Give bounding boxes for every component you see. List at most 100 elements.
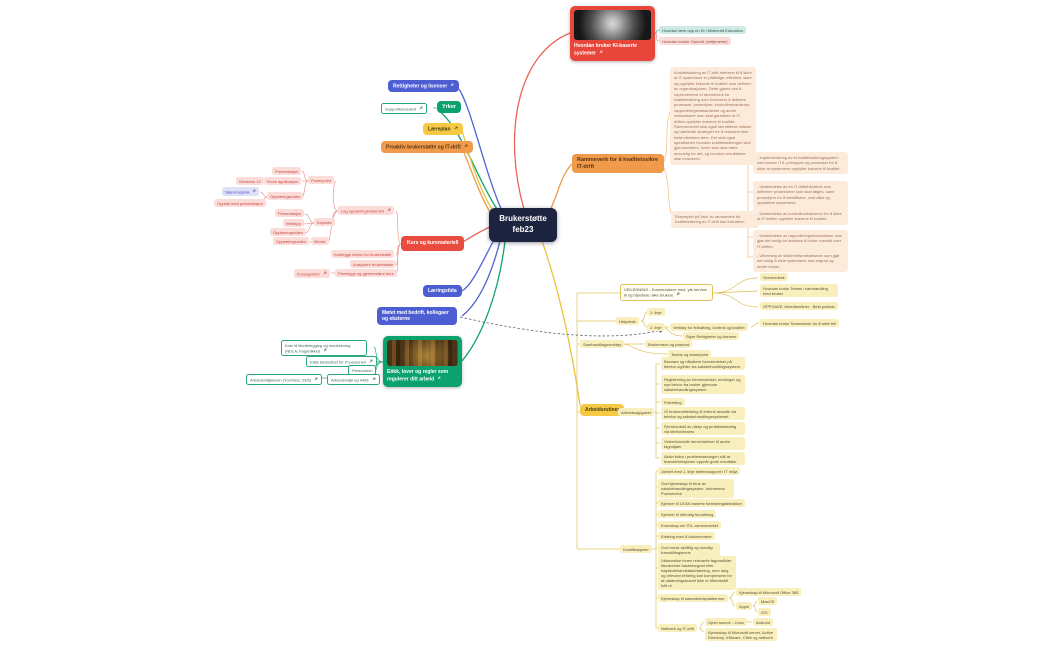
node-planlegge[interactable]: Planlegge og gjennomføre kurs — [335, 269, 397, 278]
node-arbeidsmiljoloven[interactable]: Arbeidsmiljøloven (YouTube, 29/6) — [246, 374, 323, 385]
law-books-photo — [387, 340, 458, 366]
node-kvalifikasjon[interactable]: Kunnskap om ITIL-rammeverket — [658, 521, 722, 530]
node-kvalifikasjon[interactable]: Jobbet med 1. linje telefonsupport i IT … — [658, 467, 741, 476]
link-icon — [369, 359, 372, 362]
node-motet[interactable]: Møtet med bedrift, kollegaer og eksterne — [377, 307, 457, 325]
node-ki-minecraft[interactable]: Hvordan lære opp en KI i Minecraft Educa… — [659, 26, 746, 35]
node-arbeidsoppgave[interactable]: Fjernkontroll av utstyr og problemløsnin… — [661, 422, 745, 436]
node-rammeverk-example[interactable]: - Utarbeidelse av kontrollmekanismer for… — [753, 208, 848, 225]
node-arbeidsrutiner[interactable]: Arbeidsrutiner — [580, 404, 625, 416]
node-windows10[interactable]: Windows 10 — [236, 177, 264, 186]
node-rammeverk[interactable]: Rammeverk for å kvalitetssikre IT-drift — [572, 154, 664, 174]
node-kvalifikasjon[interactable]: Erfaring med å dokumentere — [658, 532, 715, 541]
node-kvalifikasjon[interactable]: Utdannelse innen relevante fagområder ti… — [658, 556, 736, 591]
share-icon — [599, 50, 603, 54]
node-microsoft-server[interactable]: Kjennskap til Microsoft server, Active D… — [705, 628, 777, 642]
node-linje1[interactable]: 1. linje — [647, 308, 665, 317]
node-kvalifikasjon[interactable]: Kjenner til offentlig forvaltning — [658, 510, 717, 519]
node-rettigheter[interactable]: Rettigheter og lisenser — [388, 80, 460, 92]
node-presentasjon-pp[interactable]: Presentasjon — [272, 167, 302, 176]
link-icon — [372, 377, 375, 380]
node-rammeverk-examples-intro[interactable]: Eksempler på bruk av rammeverk for kvali… — [671, 211, 759, 228]
node-arbeidsoppgave[interactable]: Registrering av henvendelser, endringer … — [661, 375, 745, 394]
node-opplaeringsvideo-kn[interactable]: Opplæringsvideo — [270, 228, 307, 237]
node-brukernavn-passord[interactable]: Brukernavn og passord — [645, 340, 693, 349]
node-arbeidsoppgave[interactable]: Besvare og håndtere henvendelser på tele… — [661, 357, 745, 371]
node-krav-tilrettelegging[interactable]: Krav til tilrettelegging og medvirkning … — [281, 340, 367, 356]
node-samarbeidsplattformer[interactable]: Kjennskap til samarbeidsplattformer — [658, 594, 728, 603]
node-etikk-card[interactable]: Etikk, lover og regler som regulerer dit… — [383, 336, 462, 387]
node-samhandlingsverktoy[interactable]: Samhandlingsverktøy — [580, 340, 625, 349]
node-macos[interactable]: MacOS — [758, 597, 778, 606]
node-oppgave-best-praksis[interactable]: OPPGAVE: Arbeidsrutiner - Best praksis — [760, 302, 838, 311]
node-styre-rettigheter[interactable]: Styre Rettigheter og lisenser — [683, 332, 740, 341]
link-icon — [387, 208, 391, 211]
ki-card-label: Hvordan bruker KI-baserte systemer — [574, 43, 638, 57]
node-rammeverk-example[interactable]: - Utarbeidelse av rapporteringsmekanisme… — [753, 230, 848, 253]
node-rammeverk-example[interactable]: - Implementering av et kvalitetssikrings… — [753, 152, 848, 175]
node-skjermopptak[interactable]: Skjermopptak — [222, 187, 260, 196]
link-icon — [464, 144, 468, 147]
node-rammeverk-example[interactable]: - Utforming av sikkerhetsmekanismer som … — [753, 250, 848, 273]
node-linje2[interactable]: 2. linje — [647, 323, 665, 332]
node-arbeidsmiljo-hms[interactable]: Arbeidsmiljø og HMS — [327, 374, 380, 385]
node-opptak-presentasjon[interactable]: Opptak med presentasjon — [214, 199, 266, 208]
node-proaktiv[interactable]: Proaktiv brukerstøtte og IT-drift — [381, 141, 473, 153]
node-arbeidsoppgave[interactable]: Gi brukerveiledning til interne ansatte … — [661, 407, 745, 421]
node-apple[interactable]: Apple — [736, 602, 753, 611]
link-icon — [450, 83, 454, 86]
node-keynote[interactable]: Keynote — [314, 218, 335, 227]
node-yrker[interactable]: Yrker — [437, 101, 462, 114]
node-laringstida[interactable]: Læringstida — [423, 285, 462, 297]
link-icon — [323, 271, 327, 274]
node-root[interactable]: Brukerstøtte feb23 — [489, 208, 557, 242]
node-rammeverk-example[interactable]: - Utarbeidelse av en IT-driftshåndbok so… — [753, 181, 848, 209]
node-servicedesk[interactable]: Servicedesk — [760, 273, 788, 282]
node-laereplan[interactable]: Læreplan — [423, 123, 463, 135]
node-helpdesk[interactable]: Helpdesk — [616, 317, 639, 326]
node-kvalifikasjon[interactable]: God norsk skriftlig og muntlig framstill… — [658, 543, 720, 557]
link-icon — [253, 189, 256, 192]
node-analysere[interactable]: Analysere brukerstøtte — [350, 260, 397, 269]
node-kurs-title[interactable]: Kurs og kursmateriell — [401, 236, 465, 251]
node-kvalifikasjon[interactable]: God kjennskap til bruk av saksbehandling… — [658, 479, 734, 498]
link-icon — [314, 377, 318, 380]
node-android[interactable]: Android — [753, 618, 773, 627]
node-kiosk[interactable]: Kiosk applikasjon — [264, 177, 301, 186]
link-icon — [323, 348, 327, 351]
node-lag-opplaeringsmateriell[interactable]: Lag opplæringsmateriell — [338, 206, 394, 215]
robot-photo — [574, 10, 651, 40]
etikk-card-label: Etikk, lover og regler som regulerer dit… — [387, 369, 449, 383]
node-verktoy-feilsoking[interactable]: Verktøy for feilsøking, kontroll og kval… — [670, 323, 748, 332]
node-kvalifikasjoner[interactable]: Kvalifikasjoner — [620, 545, 652, 554]
node-opplaeringsvideo-pp[interactable]: Opplæringsvideo — [267, 192, 304, 201]
node-teams-samhandling[interactable]: Hvordan bruke Teams i samhandling med br… — [760, 284, 838, 298]
node-powerpoint[interactable]: Powerpoint — [308, 176, 335, 185]
node-webapp[interactable]: Webapp — [283, 219, 304, 228]
node-opplaeringsvideo-im[interactable]: Opplæringsvideo — [273, 237, 310, 246]
node-imovie[interactable]: iMovie — [311, 237, 329, 246]
node-office365[interactable]: Kjennskap til Microsoft Office 365 — [736, 588, 802, 597]
node-open-source-linux[interactable]: Open source - Linux — [705, 618, 748, 627]
node-arbeidsoppgave[interactable]: Aktivt bidra i problemløsningen slik at … — [661, 452, 745, 466]
node-supportkonsulent[interactable]: Supportkonsulent — [381, 103, 428, 114]
node-teamviewer[interactable]: Hvordan bruke Teamviewer for å rette fei… — [760, 319, 840, 328]
link-icon — [454, 126, 457, 129]
node-kvalifikasjon[interactable]: Kjenner til LEAN baserte forbedringstekn… — [658, 499, 745, 508]
node-teams-sharepoint[interactable]: Teams og sharepoint — [668, 350, 712, 359]
node-rammeverk-description[interactable]: Kvalitetssikring av IT-drift refererer t… — [670, 67, 756, 165]
node-ios[interactable]: iOS — [758, 608, 771, 617]
node-etisk-bevissthet[interactable]: Etisk bevissthet for IT-personell — [306, 356, 377, 367]
node-veiledning[interactable]: VEILEDNING - Kommunisere med, yte servic… — [620, 284, 713, 302]
node-nettverk-it-drift[interactable]: Nettverk og IT-drift — [658, 624, 697, 633]
node-ki-card[interactable]: Hvordan bruker KI-baserte systemer — [570, 6, 655, 61]
node-arbeidsoppgave[interactable]: Videreformidle henvendelser til andre fa… — [661, 437, 745, 451]
node-presentasjon-kn[interactable]: Presentasjon — [275, 209, 305, 218]
node-kartlegge[interactable]: Kartlegge behov for brukerstøtte — [331, 250, 395, 259]
node-kursagenten[interactable]: Kursagenten — [294, 269, 330, 278]
node-arbeidsoppgaver[interactable]: Arbeidsoppgaver — [618, 408, 655, 417]
node-ki-openai[interactable]: Hvordan bruker OpenAI (nettjeneste) — [659, 37, 731, 46]
node-arbeidsoppgave[interactable]: Feilretting — [661, 398, 685, 407]
